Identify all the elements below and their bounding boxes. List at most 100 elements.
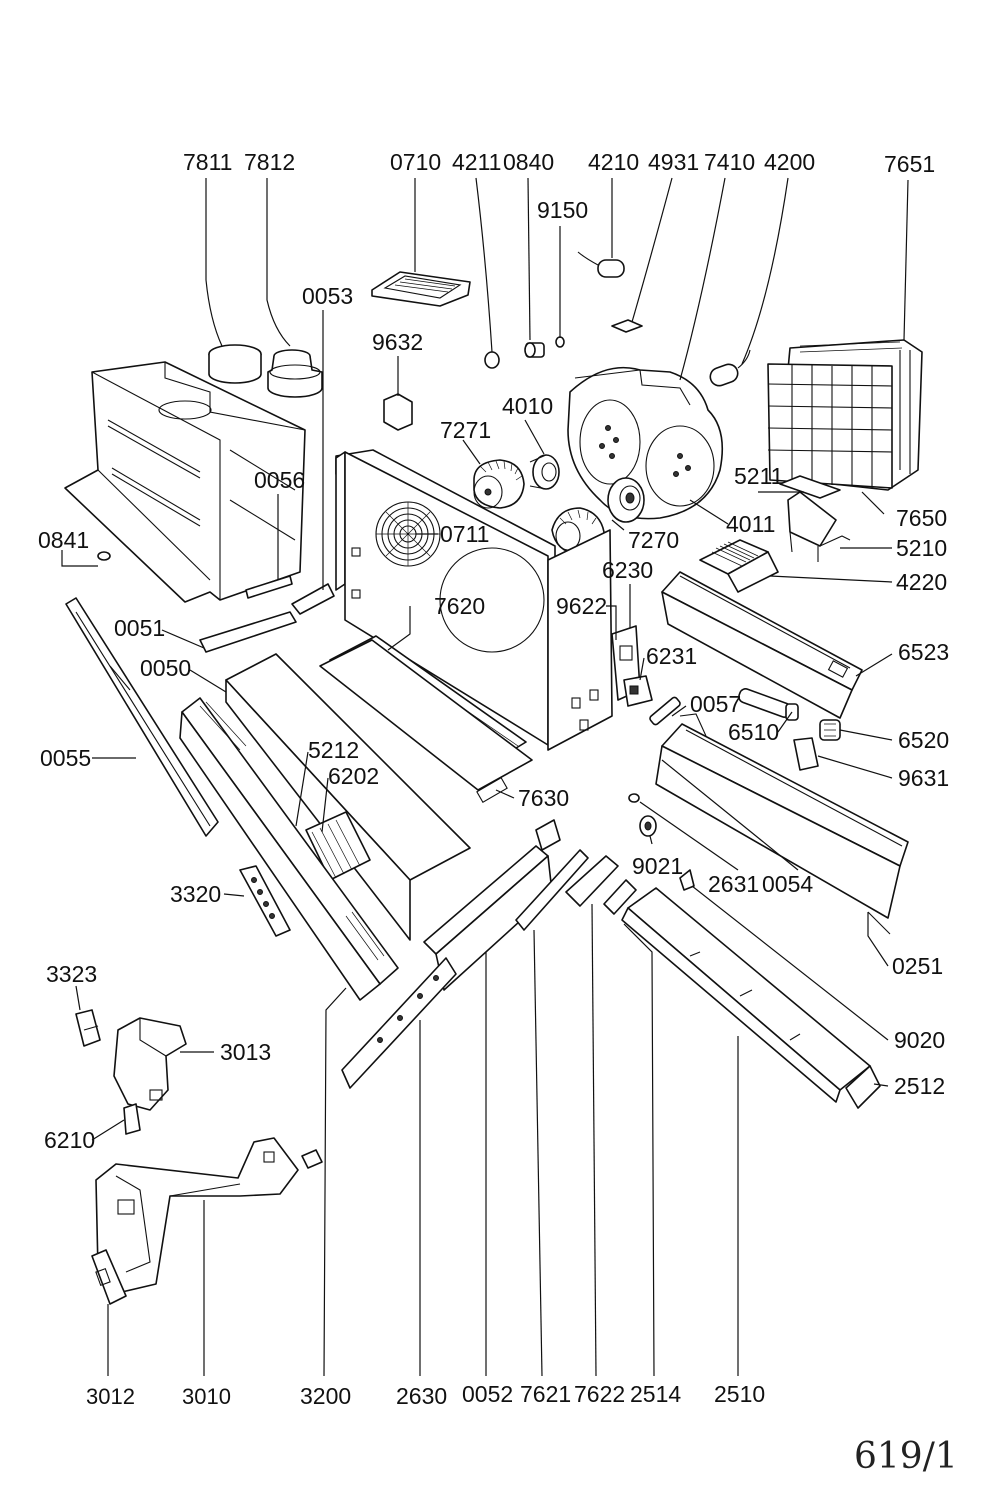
- label-0054: 0054: [762, 871, 813, 897]
- sheet-number: 619/1: [854, 1436, 958, 1477]
- label-6202: 6202: [328, 763, 379, 789]
- label-0052: 0052: [462, 1381, 513, 1407]
- filter-frame-7630: [319, 639, 533, 803]
- switch-6231: [623, 675, 653, 707]
- label-4011: 4011: [726, 511, 775, 537]
- label-6230: 6230: [602, 557, 653, 583]
- label-0841: 0841: [38, 527, 89, 553]
- label-7812: 7812: [244, 149, 295, 175]
- label-0050: 0050: [140, 655, 191, 681]
- label-0710: 0710: [390, 149, 441, 175]
- label-0056: 0056: [254, 467, 305, 493]
- base-frame-3010: [95, 1137, 299, 1293]
- label-6210: 6210: [44, 1127, 95, 1153]
- label-7270: 7270: [628, 527, 679, 553]
- label-6523: 6523: [898, 639, 949, 665]
- bushing-4211: [484, 351, 500, 369]
- duct-collar-7812: [267, 349, 323, 398]
- label-4010: 4010: [502, 393, 553, 419]
- glass-panel-2510: [621, 887, 871, 1103]
- cover-plate-0710: [371, 271, 471, 307]
- control-bar-3200: [179, 697, 399, 1001]
- label-6231: 6231: [646, 643, 697, 669]
- grommet-0841: [97, 551, 111, 561]
- switch-strip-3320: [239, 865, 291, 937]
- block-9632: [383, 393, 413, 431]
- clip-3323: [75, 1009, 101, 1047]
- edge-0251: [867, 911, 891, 935]
- fan-wheel-7271: [473, 459, 525, 509]
- label-0057: 0057: [690, 691, 741, 717]
- switch-rod-6510: [738, 688, 799, 721]
- label-0055: 0055: [40, 745, 91, 771]
- label-5210: 5210: [896, 535, 947, 561]
- plate-4931: [611, 319, 643, 333]
- motor-7270: [607, 477, 645, 523]
- label-4210: 4210: [588, 149, 639, 175]
- label-7651: 7651: [884, 151, 935, 177]
- label-0053: 0053: [302, 283, 353, 309]
- part-number-labels: 7811 7812 0710 4211 0840 4210 4931 7410 …: [38, 149, 949, 1409]
- clip-3012: [91, 1249, 127, 1305]
- washer-2631: [628, 793, 640, 803]
- clip-3010-small: [301, 1149, 323, 1169]
- roller-9021: [639, 815, 657, 837]
- label-9150: 9150: [537, 197, 588, 223]
- rail-0056: [245, 575, 293, 599]
- hub-4010: [529, 454, 560, 490]
- label-6520: 6520: [898, 727, 949, 753]
- label-6510: 6510: [728, 719, 779, 745]
- label-3010: 3010: [182, 1384, 231, 1409]
- label-4200: 4200: [764, 149, 815, 175]
- label-2510: 2510: [714, 1381, 765, 1407]
- label-0051: 0051: [114, 615, 165, 641]
- rail-7621: [515, 849, 589, 931]
- part-drawings: [64, 251, 923, 1305]
- bracket-2514: [603, 879, 637, 915]
- rail-0051: [199, 611, 297, 653]
- bracket-7622: [565, 855, 619, 907]
- label-2631: 2631: [708, 871, 759, 897]
- housing-top-panel: [64, 361, 306, 603]
- label-4931: 4931: [648, 149, 699, 175]
- label-7621: 7621: [520, 1381, 571, 1407]
- bearing-0840: [524, 342, 545, 358]
- label-0840: 0840: [503, 149, 554, 175]
- label-3320: 3320: [170, 881, 221, 907]
- bracket-5211: [779, 475, 851, 562]
- duct-collar-7811: [208, 344, 262, 384]
- front-panel-0054: [655, 713, 909, 919]
- label-5211: 5211: [734, 463, 783, 489]
- label-7650: 7650: [896, 505, 947, 531]
- bracket-0052: [535, 819, 561, 851]
- switch-6210: [123, 1103, 141, 1135]
- transformer-4220: [699, 539, 779, 593]
- plate-9631: [793, 737, 819, 771]
- label-9622: 9622: [556, 593, 607, 619]
- label-0711: 0711: [440, 521, 489, 547]
- side-wall-right: [547, 529, 613, 751]
- grease-filter-7650: [767, 339, 923, 491]
- label-3012: 3012: [86, 1384, 135, 1409]
- label-7622: 7622: [574, 1381, 625, 1407]
- label-7811: 7811: [183, 149, 232, 175]
- label-9020: 9020: [894, 1027, 945, 1053]
- label-7630: 7630: [518, 785, 569, 811]
- lamp-4200: [709, 349, 751, 387]
- hook-9020: [679, 869, 695, 891]
- label-2512: 2512: [894, 1073, 945, 1099]
- label-7620: 7620: [434, 593, 485, 619]
- label-4220: 4220: [896, 569, 947, 595]
- label-7410: 7410: [704, 149, 755, 175]
- label-3200: 3200: [300, 1383, 351, 1409]
- label-7271: 7271: [440, 417, 491, 443]
- end-cap-2512: [845, 1065, 881, 1109]
- leader-lines: [61, 177, 909, 1377]
- blower-housing-7410: [567, 366, 724, 520]
- label-3323: 3323: [46, 961, 97, 987]
- label-3013: 3013: [220, 1039, 271, 1065]
- junction-box-3013: [113, 1017, 187, 1111]
- label-9632: 9632: [372, 329, 423, 355]
- label-9631: 9631: [898, 765, 949, 791]
